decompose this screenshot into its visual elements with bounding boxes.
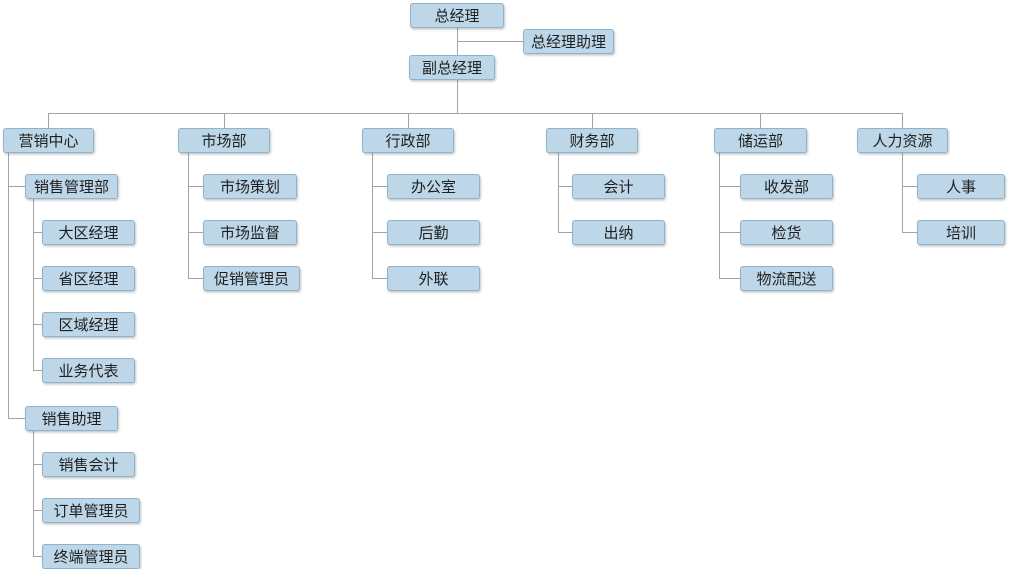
- connector-line: [457, 41, 523, 42]
- org-node-sales-rep[interactable]: 业务代表: [42, 358, 135, 383]
- connector-line: [8, 153, 9, 419]
- org-node-sales-management[interactable]: 销售管理部: [25, 174, 118, 199]
- org-node-gm-assistant[interactable]: 总经理助理: [523, 29, 614, 54]
- org-node-terminal-admin[interactable]: 终端管理员: [42, 544, 140, 569]
- connector-line: [33, 431, 34, 557]
- connector-line: [33, 510, 42, 511]
- org-node-goods-inspection[interactable]: 检货: [740, 220, 833, 245]
- connector-line: [33, 278, 42, 279]
- org-node-dept-marketing-center[interactable]: 营销中心: [3, 128, 94, 153]
- connector-line: [558, 186, 572, 187]
- connector-line: [760, 113, 761, 129]
- connector-line: [719, 232, 740, 233]
- org-node-sales-assistant[interactable]: 销售助理: [25, 406, 118, 431]
- org-node-training[interactable]: 培训: [917, 220, 1005, 245]
- connector-line: [719, 186, 740, 187]
- connector-line: [372, 153, 373, 279]
- connector-line: [33, 556, 42, 557]
- connector-line: [48, 113, 49, 129]
- connector-line: [33, 370, 42, 371]
- org-node-dept-admin[interactable]: 行政部: [362, 128, 454, 153]
- connector-line: [8, 418, 25, 419]
- org-node-market-planning[interactable]: 市场策划: [203, 174, 297, 199]
- org-node-dept-hr[interactable]: 人力资源: [857, 128, 948, 153]
- org-node-sales-accountant[interactable]: 销售会计: [42, 452, 135, 477]
- org-node-dept-storage[interactable]: 储运部: [714, 128, 807, 153]
- org-node-market-supervision[interactable]: 市场监督: [203, 220, 297, 245]
- org-node-accounting[interactable]: 会计: [572, 174, 665, 199]
- connector-line: [33, 199, 34, 371]
- connector-line: [457, 80, 458, 114]
- org-node-personnel[interactable]: 人事: [917, 174, 1005, 199]
- org-node-logistics-delivery[interactable]: 物流配送: [740, 266, 833, 291]
- connector-line: [902, 153, 903, 233]
- connector-line: [33, 324, 42, 325]
- org-node-area-manager[interactable]: 区域经理: [42, 312, 135, 337]
- org-node-logistics[interactable]: 后勤: [387, 220, 480, 245]
- org-node-dept-finance[interactable]: 财务部: [546, 128, 638, 153]
- connector-line: [372, 232, 387, 233]
- connector-line: [408, 113, 409, 129]
- connector-line: [188, 153, 189, 279]
- org-node-cashier[interactable]: 出纳: [572, 220, 665, 245]
- org-node-external-relations[interactable]: 外联: [387, 266, 480, 291]
- connector-line: [188, 278, 203, 279]
- connector-line: [558, 153, 559, 233]
- connector-line: [48, 113, 903, 114]
- connector-line: [719, 153, 720, 279]
- connector-line: [592, 113, 593, 129]
- connector-line: [902, 186, 917, 187]
- org-node-promotion-admin[interactable]: 促销管理员: [203, 266, 300, 291]
- connector-line: [558, 232, 572, 233]
- connector-line: [33, 464, 42, 465]
- connector-line: [33, 232, 42, 233]
- connector-line: [188, 186, 203, 187]
- connector-line: [457, 28, 458, 56]
- org-node-deputy-gm[interactable]: 副总经理: [409, 55, 495, 80]
- connector-line: [372, 186, 387, 187]
- org-node-province-manager[interactable]: 省区经理: [42, 266, 135, 291]
- org-node-general-manager[interactable]: 总经理: [410, 3, 504, 28]
- connector-line: [372, 278, 387, 279]
- org-node-order-admin[interactable]: 订单管理员: [42, 498, 140, 523]
- org-node-receiving-dispatch[interactable]: 收发部: [740, 174, 833, 199]
- org-node-office[interactable]: 办公室: [387, 174, 480, 199]
- connector-line: [188, 232, 203, 233]
- org-node-regional-manager[interactable]: 大区经理: [42, 220, 135, 245]
- connector-line: [224, 113, 225, 129]
- connector-line: [902, 113, 903, 129]
- connector-line: [8, 186, 25, 187]
- connector-line: [902, 232, 917, 233]
- org-node-dept-market[interactable]: 市场部: [178, 128, 270, 153]
- connector-line: [719, 278, 740, 279]
